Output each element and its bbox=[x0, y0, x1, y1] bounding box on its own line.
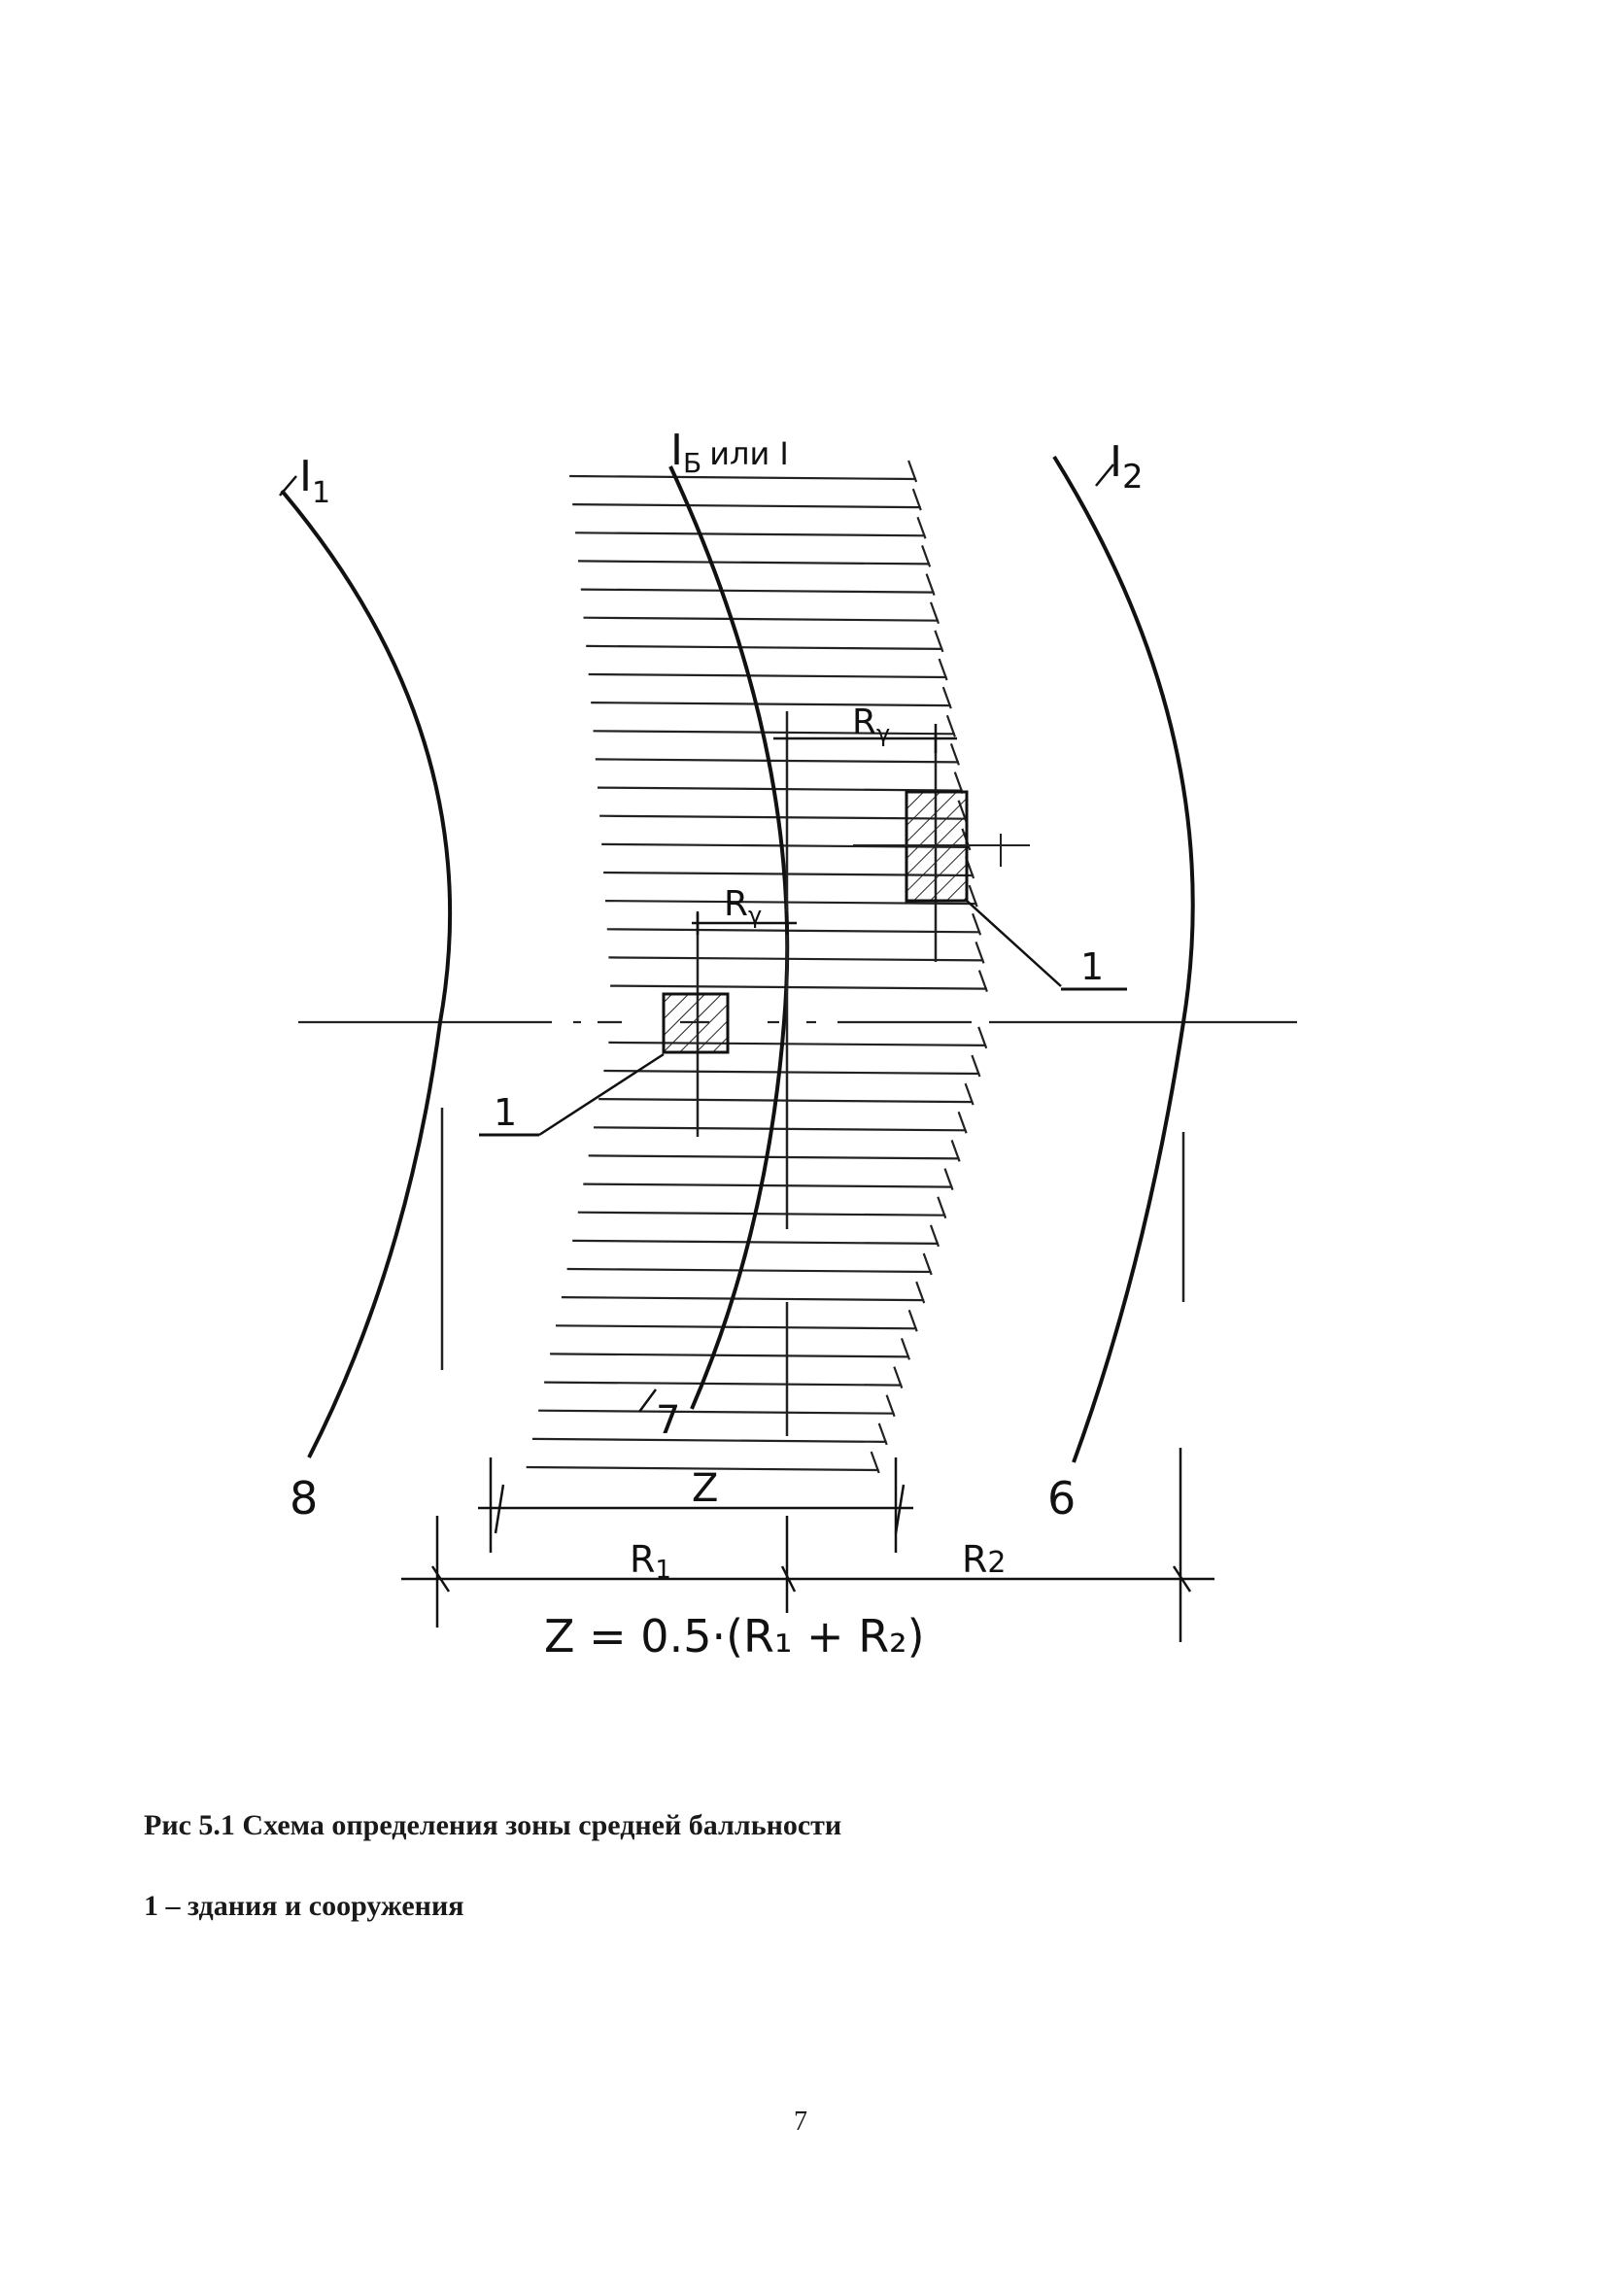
zone-hatch-stroke bbox=[577, 1196, 947, 1219]
zone-hatch-stroke bbox=[608, 942, 985, 964]
isoline-right-curve bbox=[1052, 455, 1195, 1463]
zone-hatch-stroke bbox=[550, 1338, 911, 1360]
label-r-gamma-top: Rγ bbox=[852, 703, 890, 747]
zone-hatch-stroke bbox=[583, 601, 940, 625]
label-isoline-right: I2 bbox=[1110, 437, 1144, 497]
zone-hatch-stroke bbox=[572, 1224, 940, 1248]
label-r2: R2 bbox=[962, 1538, 1007, 1581]
bottom-dimensions bbox=[401, 1448, 1214, 1642]
zone-hatch-stroke bbox=[526, 1451, 880, 1474]
zone-hatch-stroke bbox=[593, 714, 956, 737]
zone-hatch-stroke bbox=[572, 488, 922, 511]
isoline-center-curve bbox=[668, 465, 790, 1410]
isoline-left-curve bbox=[280, 489, 453, 1458]
zone-hatch-stroke bbox=[603, 1054, 981, 1078]
zone-hatching bbox=[526, 460, 988, 1474]
label-building-left: 1 bbox=[494, 1091, 517, 1134]
building-left bbox=[479, 992, 730, 1137]
zone-hatch-stroke bbox=[566, 1252, 933, 1276]
zone-hatch-stroke bbox=[555, 1309, 918, 1332]
zone-hatch-stroke bbox=[531, 1422, 888, 1446]
label-value-right: 6 bbox=[1047, 1472, 1076, 1525]
label-leaders bbox=[279, 463, 1114, 1413]
zone-hatch-stroke bbox=[606, 912, 982, 936]
r-gamma-dimensions bbox=[692, 724, 957, 935]
page-number: 7 bbox=[794, 2107, 807, 2137]
zone-hatch-stroke bbox=[588, 658, 948, 681]
figure-caption-title: Рис 5.1 Схема определения зоны средней б… bbox=[144, 1809, 842, 1841]
label-isoline-left: I1 bbox=[299, 452, 330, 510]
zone-hatch-stroke bbox=[588, 1140, 961, 1162]
zone-hatch-stroke bbox=[569, 460, 918, 483]
label-value-left: 8 bbox=[290, 1472, 318, 1525]
figure-caption-legend: 1 – здания и сооружения bbox=[144, 1890, 464, 1922]
zone-hatch-stroke bbox=[593, 1111, 968, 1134]
building-right bbox=[853, 790, 1127, 991]
zone-hatch-stroke bbox=[544, 1366, 904, 1388]
zone-hatch-stroke bbox=[561, 1281, 926, 1304]
zone-hatch-stroke bbox=[586, 630, 944, 653]
zone-hatch-stroke bbox=[580, 573, 936, 596]
zone-hatch-stroke bbox=[595, 743, 960, 766]
zone-hatch-stroke bbox=[575, 516, 927, 539]
label-formula: Z = 0.5·(R₁ + R₂) bbox=[544, 1610, 925, 1662]
label-r-gamma-bottom: Rγ bbox=[724, 884, 762, 929]
zone-hatch-stroke bbox=[591, 686, 952, 709]
zone-hatch-stroke bbox=[610, 970, 988, 992]
zone-hatch-stroke bbox=[583, 1168, 954, 1190]
label-zone-width: Z bbox=[692, 1466, 718, 1511]
zone-hatch-stroke bbox=[577, 545, 932, 567]
label-r1: R1 bbox=[630, 1538, 671, 1585]
zone-hatch-stroke bbox=[604, 884, 978, 908]
zone-hatch-stroke bbox=[597, 771, 964, 794]
zone-hatch-stroke bbox=[538, 1394, 896, 1418]
label-value-center: 7 bbox=[656, 1398, 680, 1443]
label-building-right: 1 bbox=[1080, 945, 1104, 988]
